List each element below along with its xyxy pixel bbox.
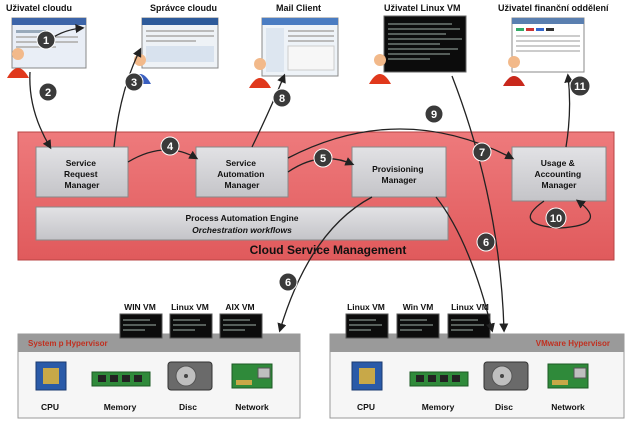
user-label-finance-user: Uživatel finanční oddělení	[498, 3, 609, 13]
step-badge-5: 5	[313, 148, 333, 168]
svg-text:2: 2	[45, 87, 51, 99]
arrow-6b	[435, 196, 495, 333]
user-label-linux-vm-user: Uživatel Linux VM	[384, 3, 461, 13]
svg-text:6: 6	[285, 277, 291, 289]
disc-icon	[167, 361, 213, 391]
orchestration-workflows-label: Orchestration workflows	[192, 225, 292, 235]
svg-text:6: 6	[483, 237, 489, 249]
screen-finance-report	[511, 17, 585, 73]
memory-icon	[91, 371, 151, 387]
svg-text:7: 7	[479, 147, 485, 159]
svg-text:11: 11	[574, 81, 586, 93]
screen-linux-vm-terminal	[383, 15, 467, 73]
provisioning-manager-label: Provisioning Manager	[372, 164, 426, 185]
step-badges: 1 2 3 4 5 6 6 7 8 9 10 11	[36, 30, 591, 292]
user-label-mail-client: Mail Client	[276, 3, 321, 13]
user-label-cloud-admin: Správce cloudu	[150, 3, 217, 13]
left-vm-label: Linux VM	[171, 302, 209, 312]
left-component-label: Memory	[104, 402, 137, 412]
right-component-label: Network	[551, 402, 585, 412]
disc-icon	[483, 361, 529, 391]
right-vm-label: Linux VM	[451, 302, 489, 312]
finance-user-figure-icon	[503, 56, 525, 86]
user-label-cloud-user: Uživatel cloudu	[6, 3, 72, 13]
network-icon	[547, 363, 589, 389]
step-badge-11: 11	[569, 75, 591, 97]
step-badge-3: 3	[124, 72, 144, 92]
service-request-manager-box	[35, 146, 129, 198]
service-request-manager-label: Service Request Manager	[64, 158, 100, 190]
right-component-label: Memory	[422, 402, 455, 412]
left-component-label: Network	[235, 402, 269, 412]
step-badge-8: 8	[272, 88, 292, 108]
left-vm-terminals	[119, 313, 263, 339]
step-badge-10: 10	[545, 207, 567, 229]
usage-accounting-manager-label: Usage & Accounting Manager	[534, 158, 583, 190]
mail-user-figure-icon	[249, 58, 271, 88]
step-badge-6-left: 6	[278, 272, 298, 292]
left-vm-label: AIX VM	[225, 302, 254, 312]
step-badge-1: 1	[36, 30, 56, 50]
svg-text:1: 1	[43, 35, 49, 47]
arrow-11	[564, 73, 574, 148]
svg-text:10: 10	[550, 213, 562, 225]
provisioning-manager-box	[351, 146, 447, 198]
right-vm-label: Linux VM	[347, 302, 385, 312]
screen-mail-client	[261, 17, 339, 77]
right-vm-label: Win VM	[403, 302, 434, 312]
arrow-2	[29, 71, 52, 150]
svg-text:8: 8	[279, 93, 285, 105]
usage-accounting-manager-box	[511, 146, 607, 202]
step-badge-2: 2	[38, 82, 58, 102]
right-component-label: CPU	[357, 402, 375, 412]
arrow-7	[451, 75, 509, 333]
network-icon	[231, 363, 273, 389]
linux-user-figure-icon	[369, 54, 391, 84]
left-vm-label: WIN VM	[124, 302, 156, 312]
svg-text:5: 5	[320, 153, 326, 165]
arrow-10	[529, 199, 591, 229]
service-automation-manager-label: Service Automation Manager	[217, 158, 267, 190]
right-hypervisor-label: VMware Hypervisor	[536, 339, 610, 348]
left-component-label: Disc	[179, 402, 197, 412]
svg-text:4: 4	[167, 141, 174, 153]
cpu-icon	[351, 361, 383, 391]
process-automation-engine-box	[35, 206, 449, 241]
step-badge-9: 9	[424, 104, 444, 124]
right-vm-terminals	[345, 313, 491, 339]
svg-text:3: 3	[131, 77, 137, 89]
right-component-label: Disc	[495, 402, 513, 412]
cpu-icon	[35, 361, 67, 391]
memory-icon	[409, 371, 469, 387]
csm-title: Cloud Service Management	[250, 243, 407, 257]
step-badge-4: 4	[160, 136, 180, 156]
left-component-label: CPU	[41, 402, 59, 412]
step-badge-7: 7	[472, 142, 492, 162]
process-automation-engine-label: Process Automation Engine	[185, 213, 298, 223]
user-figure-icon	[7, 48, 29, 78]
arrow-8	[251, 73, 286, 148]
arrow-6a	[277, 196, 373, 333]
arrow-3	[113, 47, 142, 148]
svg-text:9: 9	[431, 109, 437, 121]
left-hypervisor-label: System p Hypervisor	[28, 339, 108, 348]
step-badge-6-right: 6	[476, 232, 496, 252]
screen-cloud-admin	[141, 17, 219, 69]
